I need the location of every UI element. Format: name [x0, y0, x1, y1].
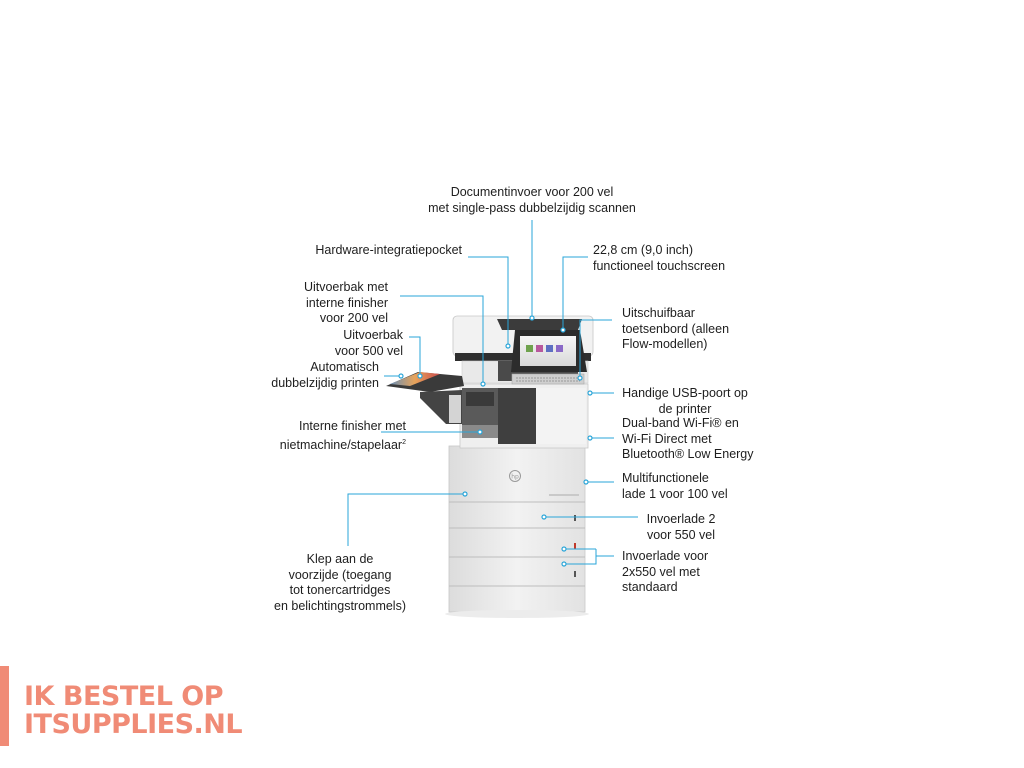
logo-line-2: ITSUPPLIES.NL	[24, 709, 243, 740]
label-tray-1: Multifunctionele lade 1 voor 100 vel	[622, 471, 728, 501]
label-touchscreen: 22,8 cm (9,0 inch) functioneel touchscre…	[593, 243, 726, 273]
printer-stand	[445, 445, 589, 618]
label-wifi: Dual-band Wi-Fi® en Wi-Fi Direct met Blu…	[622, 416, 754, 461]
label-tray-stand: Invoerlade voor 2x550 vel met standaard	[622, 549, 709, 594]
itsupplies-logo: IK BESTEL OP ITSUPPLIES.NL	[0, 666, 243, 746]
hp-logo-icon	[509, 470, 521, 482]
printer-output-trays	[386, 372, 464, 424]
logo-line-1: IK BESTEL OP	[24, 681, 224, 712]
label-duplex: Automatisch dubbelzijdig printen	[271, 360, 379, 390]
printer-body: hp	[459, 383, 589, 482]
leader-lines	[347, 220, 638, 565]
svg-text:hp: hp	[511, 474, 519, 481]
logo-accent-bar	[0, 666, 9, 746]
label-usb-port: Handige USB-poort op de printer	[622, 386, 748, 416]
label-output-bin-finisher: Uitvoerbak met interne finisher voor 200…	[303, 280, 388, 325]
touchscreen-panel	[511, 330, 587, 385]
label-front-door: Klep aan de voorzijde (toegang tot toner…	[274, 552, 406, 613]
label-keyboard: Uitschuifbaar toetsenbord (alleen Flow-m…	[622, 306, 730, 351]
leader-dots	[398, 315, 593, 567]
label-adf: Documentinvoer voor 200 vel met single-p…	[428, 185, 636, 215]
label-tray-2: Invoerlade 2 voor 550 vel	[646, 512, 716, 542]
label-output-500: Uitvoerbak voor 500 vel	[334, 328, 403, 358]
label-hardware-pocket: Hardware-integratiepocket	[315, 243, 462, 257]
label-internal-finisher: Interne finisher met nietmachine/stapela…	[279, 419, 406, 452]
